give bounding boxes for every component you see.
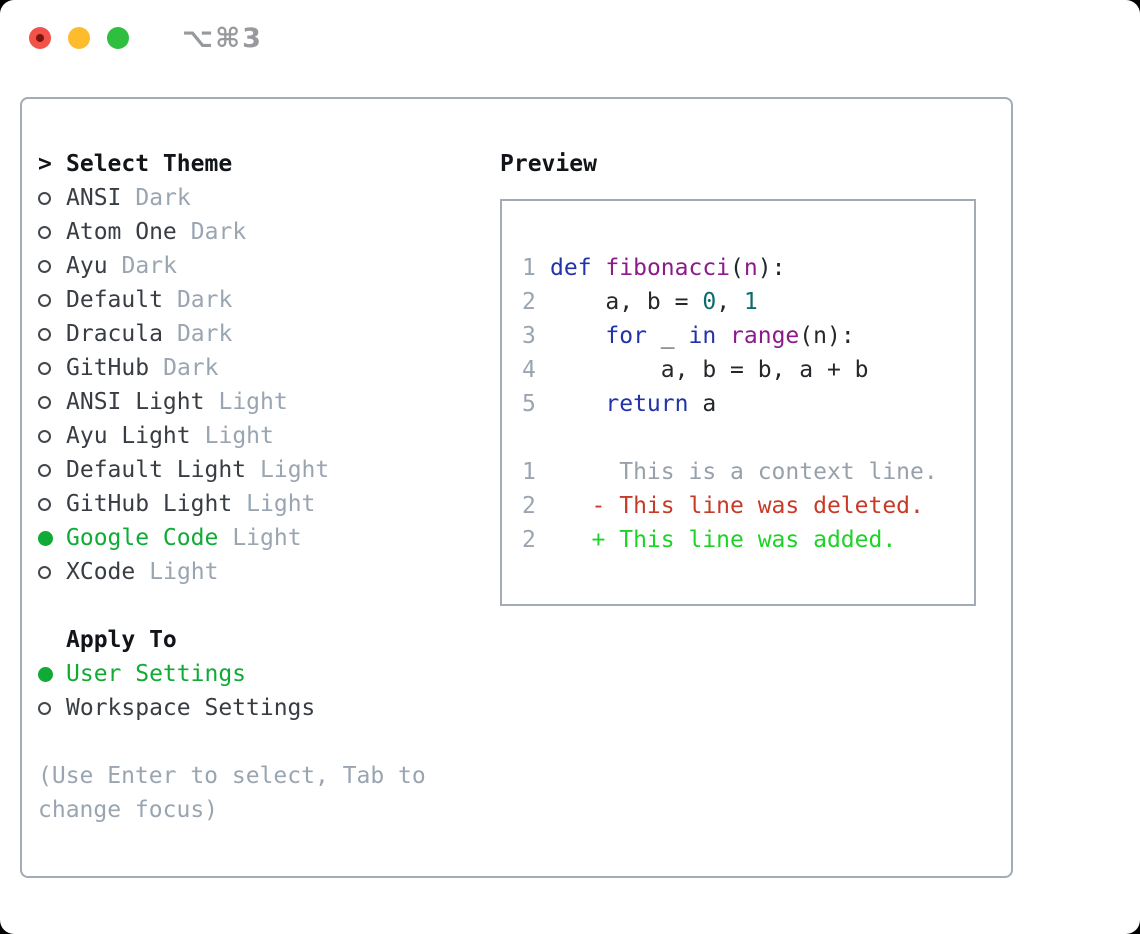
radio-icon — [38, 361, 51, 375]
apply-option-label: User Settings — [66, 661, 247, 687]
theme-variant-tag: Light — [260, 457, 330, 483]
line-number: 3 — [522, 323, 536, 349]
theme-variant-tag: Dark — [163, 355, 219, 381]
line-number: 1 — [522, 255, 536, 281]
theme-variant-tag: Light — [204, 423, 274, 449]
radio-icon — [38, 429, 51, 443]
theme-item-github[interactable]: GitHub Dark — [38, 351, 488, 385]
apply-option-workspace-settings[interactable]: Workspace Settings — [38, 691, 488, 725]
diff-line: 2 + This line was added. — [522, 523, 974, 557]
cursor-marker: > — [38, 151, 52, 177]
spacer — [38, 725, 488, 759]
window-title: ⌥⌘3 — [182, 22, 263, 54]
apply-to-title: Apply To — [66, 627, 177, 653]
line-number: 2 — [522, 493, 536, 519]
spacer — [522, 421, 974, 455]
spacer — [38, 589, 488, 623]
hint-text: (Use Enter to select, Tab to change focu… — [38, 763, 426, 823]
titlebar: ⌥⌘3 — [29, 23, 263, 54]
theme-item-default-light[interactable]: Default Light Light — [38, 453, 488, 487]
theme-name: Atom One — [66, 219, 177, 245]
radio-icon — [38, 565, 51, 579]
close-dot-icon — [36, 34, 44, 42]
theme-name: Default Light — [66, 457, 247, 483]
preview-title: Preview — [500, 151, 597, 177]
theme-name: XCode — [66, 559, 136, 585]
line-number: 5 — [522, 391, 536, 417]
apply-option-label: Workspace Settings — [66, 695, 316, 721]
line-number: 1 — [522, 459, 536, 485]
select-theme-title: Select Theme — [66, 151, 233, 177]
theme-variant-tag: Light — [149, 559, 219, 585]
theme-item-dracula[interactable]: Dracula Dark — [38, 317, 488, 351]
theme-item-github-light[interactable]: GitHub Light Light — [38, 487, 488, 521]
theme-item-xcode[interactable]: XCode Light — [38, 555, 488, 589]
radio-selected-icon — [38, 530, 53, 546]
theme-variant-tag: Light — [232, 525, 302, 551]
code-line: 5 return a — [522, 387, 974, 421]
theme-variant-tag: Dark — [135, 185, 191, 211]
theme-name: Ayu — [66, 253, 108, 279]
radio-icon — [38, 463, 51, 477]
line-number: 4 — [522, 357, 536, 383]
theme-variant-tag: Dark — [121, 253, 177, 279]
theme-variant-tag: Dark — [176, 321, 233, 347]
theme-item-default[interactable]: Default Dark — [38, 283, 488, 317]
theme-name: Ayu Light — [66, 423, 191, 449]
theme-variant-tag: Light — [218, 389, 288, 415]
radio-icon — [38, 259, 51, 273]
theme-item-google-code[interactable]: Google Code Light — [38, 521, 488, 555]
code-line: 3 for _ in range(n): — [522, 319, 974, 353]
theme-item-ayu-light[interactable]: Ayu Light Light — [38, 419, 488, 453]
theme-name: GitHub — [66, 355, 150, 381]
radio-selected-icon — [38, 666, 53, 682]
theme-item-ayu[interactable]: Ayu Dark — [38, 249, 488, 283]
radio-icon — [38, 191, 51, 205]
apply-to-header: Apply To — [38, 623, 488, 657]
code-line: 4 a, b = b, a + b — [522, 353, 974, 387]
line-number: 2 — [522, 289, 536, 315]
theme-item-atom-one[interactable]: Atom One Dark — [38, 215, 488, 249]
theme-name: Dracula — [66, 321, 163, 347]
theme-name: Google Code — [66, 525, 219, 551]
zoom-button[interactable] — [107, 27, 129, 49]
theme-variant-tag: Dark — [176, 287, 233, 313]
diff-line: 2 - This line was deleted. — [522, 489, 974, 523]
radio-icon — [38, 293, 51, 307]
radio-icon — [38, 497, 51, 511]
code-line: 2 a, b = 0, 1 — [522, 285, 974, 319]
theme-item-ansi-light[interactable]: ANSI Light Light — [38, 385, 488, 419]
diff-sample: 1 This is a context line.2 - This line w… — [522, 455, 974, 557]
radio-icon — [38, 327, 51, 341]
theme-item-ansi[interactable]: ANSI Dark — [38, 181, 488, 215]
theme-name: ANSI Light — [66, 389, 205, 415]
select-theme-header: > Select Theme — [38, 147, 488, 181]
theme-name: GitHub Light — [66, 491, 233, 517]
apply-option-user-settings[interactable]: User Settings — [38, 657, 488, 691]
radio-icon — [38, 395, 51, 409]
theme-variant-tag: Light — [246, 491, 316, 517]
radio-icon — [38, 225, 51, 239]
close-button[interactable] — [29, 27, 51, 49]
theme-name: Default — [66, 287, 163, 313]
theme-variant-tag: Dark — [190, 219, 247, 245]
line-number: 2 — [522, 527, 536, 553]
minimize-button[interactable] — [68, 27, 90, 49]
radio-icon — [38, 701, 51, 715]
diff-line: 1 This is a context line. — [522, 455, 974, 489]
theme-name: ANSI — [66, 185, 122, 211]
